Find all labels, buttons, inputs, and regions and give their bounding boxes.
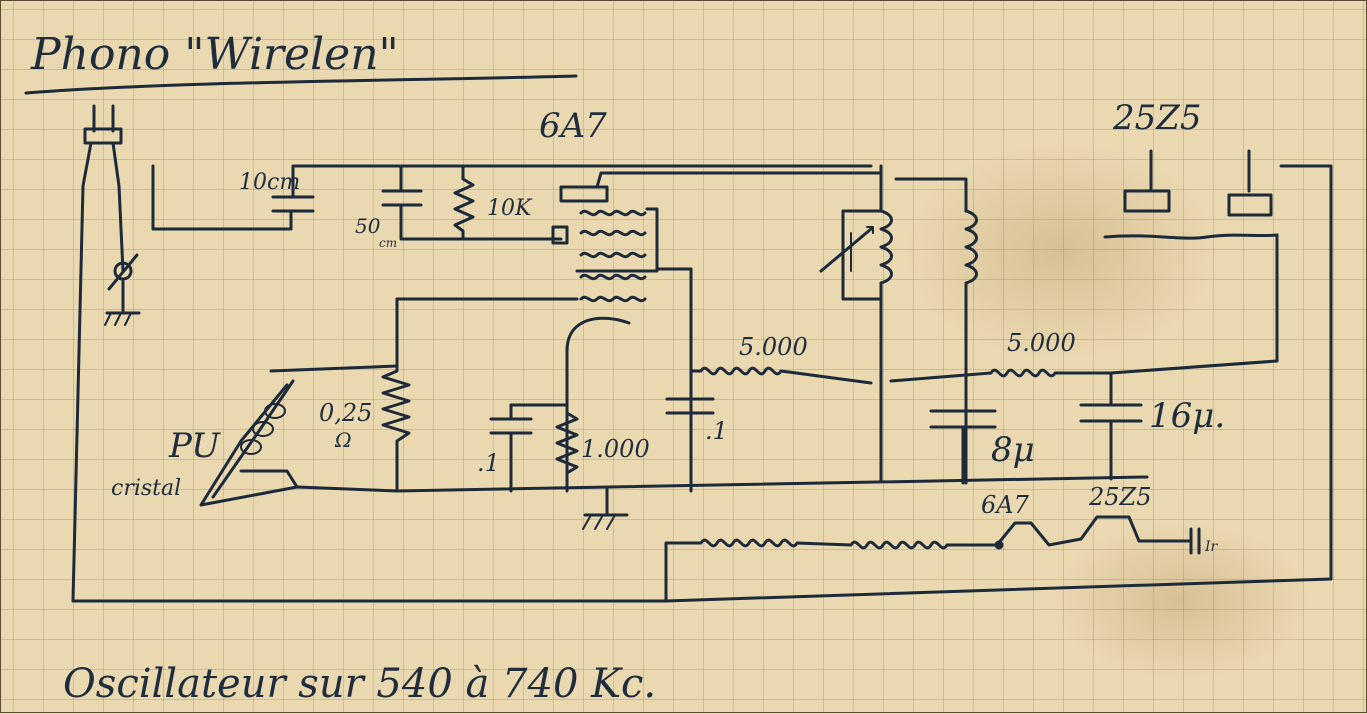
input-loop-wire bbox=[151, 164, 293, 231]
res-label-ohm: Ω bbox=[334, 428, 352, 452]
pickup-label: PU bbox=[168, 426, 221, 466]
heater-label-ir: Ir bbox=[1204, 539, 1219, 555]
power-plug-icon bbox=[71, 104, 141, 603]
footer-note: Oscillateur sur 540 à 740 Kc. bbox=[63, 661, 656, 707]
cap-label-01-b: .1 bbox=[705, 417, 728, 445]
tube-label-25z5: 25Z5 bbox=[1112, 98, 1202, 138]
cathode-network bbox=[489, 316, 631, 530]
pickup-sublabel: cristal bbox=[111, 476, 181, 501]
res-label-5000-a: 5.000 bbox=[739, 333, 808, 361]
page-title: Phono "Wirelen" bbox=[30, 29, 399, 80]
res-label-1000: 1.000 bbox=[581, 435, 650, 463]
res-label-10k: 10K bbox=[487, 196, 533, 221]
ground-bus-wire bbox=[199, 475, 1149, 507]
heater-string bbox=[664, 515, 1191, 603]
cap-label-16u: 16μ. bbox=[1149, 396, 1225, 436]
cap-label-8u: 8μ bbox=[991, 430, 1035, 470]
res-label-025: 0,25 bbox=[319, 399, 372, 427]
resistor-5000-a bbox=[689, 366, 873, 385]
tube-25z5-electrodes bbox=[1103, 149, 1279, 240]
coupling-cap-01 bbox=[665, 397, 715, 415]
cap-label-10cm: 10cm bbox=[239, 170, 300, 195]
tank-circuit bbox=[819, 164, 978, 485]
heater-label-6a7: 6A7 bbox=[981, 491, 1030, 519]
tube-6a7-electrodes bbox=[395, 171, 883, 493]
filter-cap-16 bbox=[1079, 371, 1143, 481]
paper-stain bbox=[1051, 521, 1311, 681]
resistor-10k bbox=[453, 164, 475, 241]
crystal-pickup-icon bbox=[199, 364, 399, 507]
cap-label-01-a: .1 bbox=[477, 449, 500, 477]
heater-label-25z5: 25Z5 bbox=[1088, 483, 1151, 511]
title-underline bbox=[24, 74, 578, 95]
resistor-025 bbox=[381, 297, 411, 493]
res-label-5000-b: 5.000 bbox=[1007, 329, 1076, 357]
chassis-return-wire bbox=[71, 164, 1333, 603]
tube-label-6a7: 6A7 bbox=[539, 106, 607, 146]
cap-label-50-unit: cm bbox=[379, 236, 397, 250]
filter-cap-8 bbox=[929, 409, 997, 485]
resistor-5000-b bbox=[889, 233, 1279, 383]
cap-label-50: 50 bbox=[355, 214, 381, 238]
